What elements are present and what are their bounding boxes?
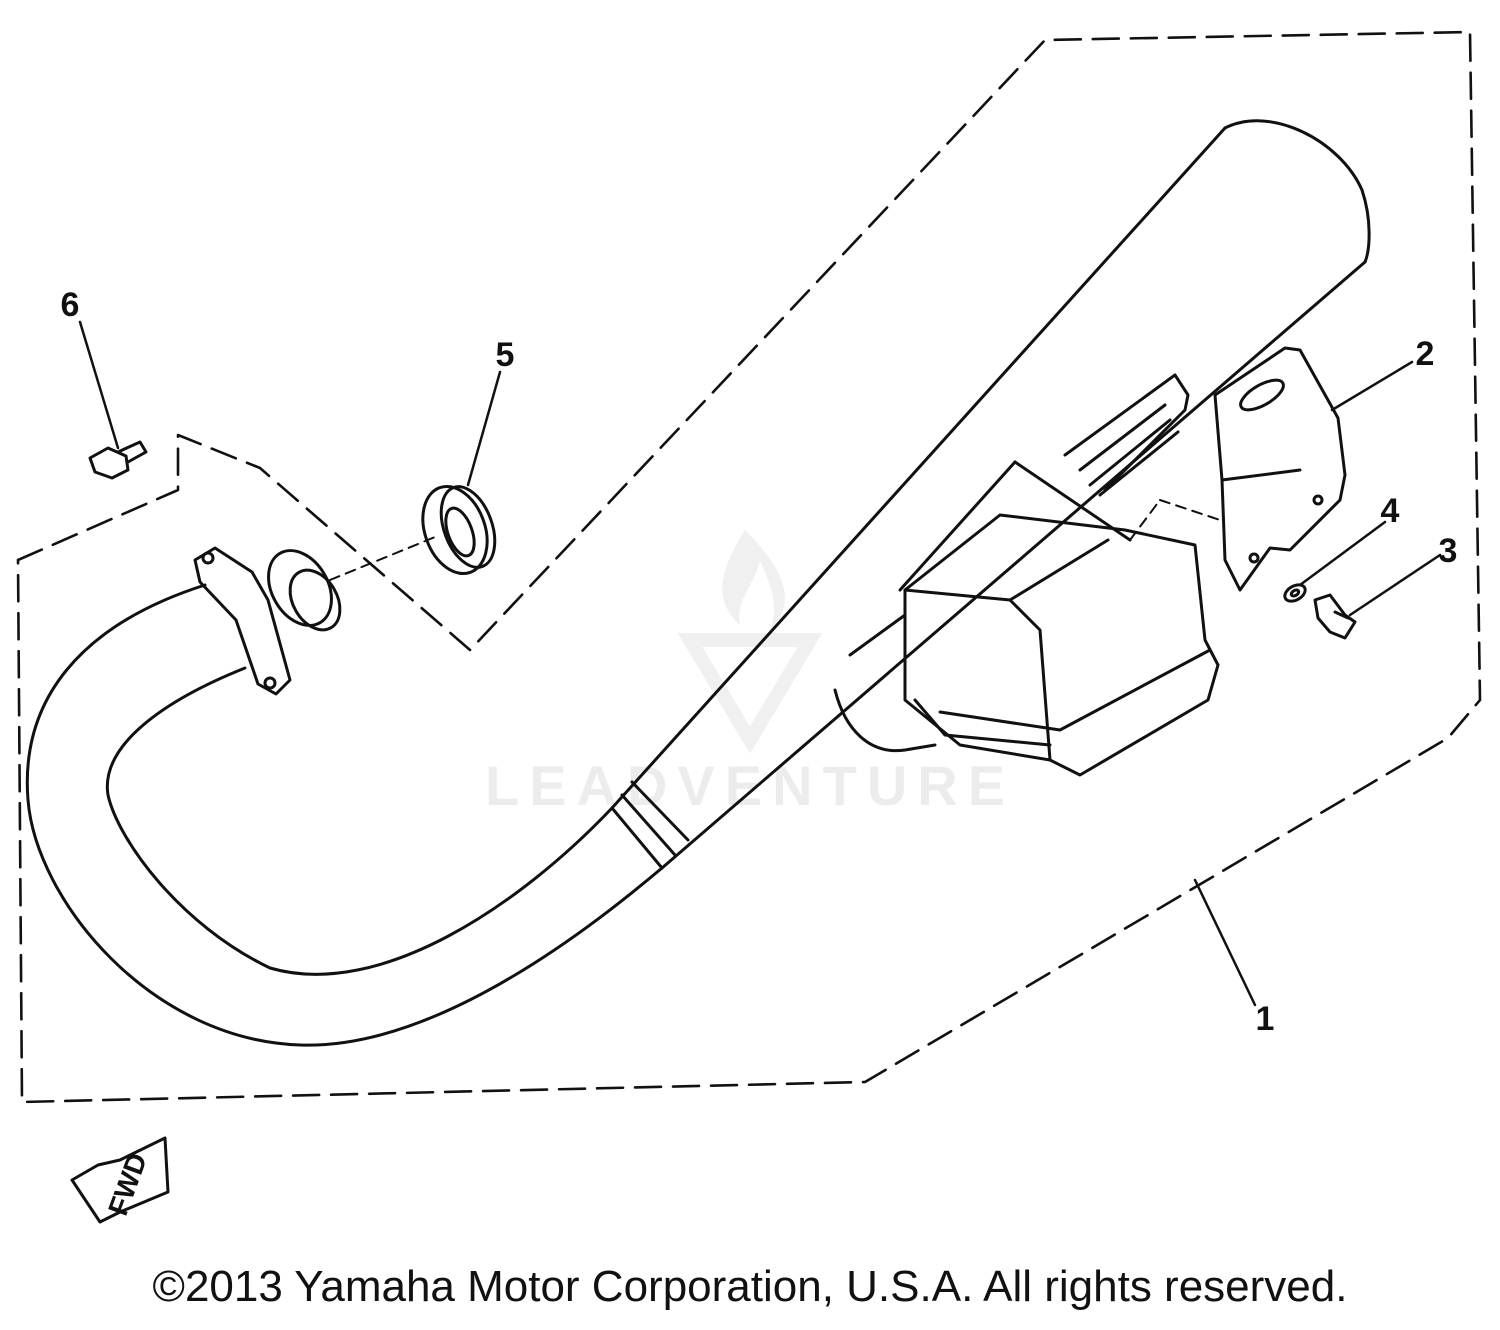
bracket — [1213, 346, 1347, 592]
fwd-arrow-icon — [70, 1136, 170, 1224]
leader-1 — [1193, 878, 1257, 1007]
muffler-body — [610, 119, 1371, 870]
callout-2: 2 — [1416, 335, 1435, 373]
leader-4 — [1298, 520, 1387, 587]
callout-6: 6 — [61, 286, 80, 324]
assembly-boundary — [16, 30, 1482, 1104]
washer — [1283, 583, 1307, 603]
bracket-guide-line — [1129, 499, 1161, 541]
gasket — [421, 484, 497, 576]
leadventure-watermark: LEADVENTURE — [485, 530, 1015, 817]
callout-1: 1 — [1256, 1000, 1275, 1038]
watermark-text: LEADVENTURE — [485, 754, 1015, 817]
exhaust-pipe — [25, 583, 690, 1047]
callout-5: 5 — [496, 336, 515, 374]
fwd-label: FWD — [102, 1149, 153, 1220]
exhaust-flange — [193, 546, 342, 696]
leader-5 — [466, 370, 502, 487]
copyright-notice: ©2013 Yamaha Motor Corporation, U.S.A. A… — [152, 1262, 1348, 1311]
leader-2 — [1330, 360, 1414, 412]
bolt-3 — [1313, 593, 1357, 640]
bolt-6 — [88, 440, 148, 480]
leader-3 — [1348, 553, 1442, 617]
muffler-mount-box — [833, 373, 1220, 777]
callout-3: 3 — [1439, 532, 1458, 570]
gasket-guide-line — [329, 534, 441, 581]
callout-4: 4 — [1381, 492, 1400, 530]
leader-6 — [78, 320, 120, 450]
